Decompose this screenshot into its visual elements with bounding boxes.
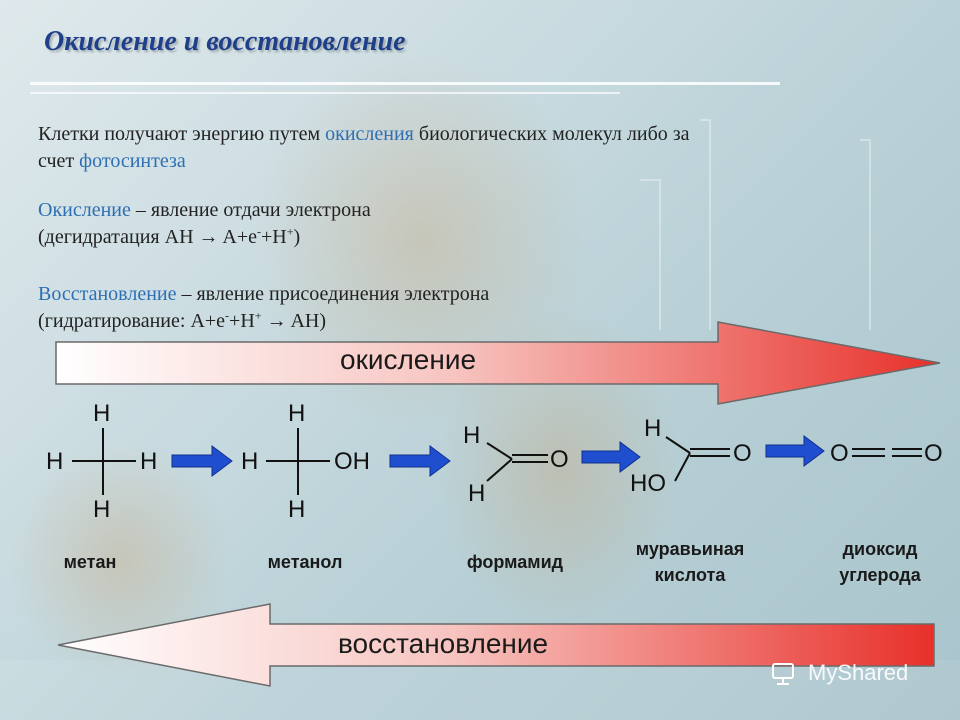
formamide-atom-h-bottom: H (468, 480, 486, 507)
intro-term-oxidation: окисления (325, 123, 414, 145)
intro-paragraph: Клетки получают энергию путем окисления … (38, 121, 918, 175)
reduction-arrow (57, 603, 935, 687)
reduction-arrow-label: восстановление (338, 628, 549, 659)
title-underline (30, 82, 780, 85)
formic-acid-label-line2: кислота (654, 565, 726, 585)
oxidation-term: Окисление (38, 199, 131, 221)
watermark-logo-icon (772, 663, 794, 685)
formamide-atom-o: O (550, 446, 569, 473)
methane-atom-h-top: H (93, 400, 111, 427)
reduction-equation: (гидратирование: A+e (38, 310, 226, 332)
methanol-label: метанол (267, 552, 343, 572)
watermark-text: MyShared (808, 660, 909, 685)
reduction-term: Восстановление (38, 283, 177, 305)
formic-acid-atom-o: O (733, 440, 752, 467)
oxidation-definition: Окисление – явление отдачи электрона (де… (38, 197, 918, 251)
methane-label: метан (63, 552, 117, 572)
methanol-atom-h-left: H (241, 448, 259, 475)
reduction-equation: +H (229, 310, 255, 332)
methane-atom-h-left: H (46, 448, 64, 475)
formic-acid-atom-h: H (644, 415, 662, 442)
intro-text: Клетки получают энергию путем (38, 123, 326, 145)
intro-term-photosynthesis: фотосинтеза (79, 150, 186, 172)
oxidation-arrow (55, 321, 941, 405)
oxidation-arrow-label: окисление (340, 344, 477, 375)
methane-atom-h-bottom: H (93, 496, 111, 523)
superscript: - (225, 308, 230, 323)
superscript: + (254, 308, 262, 323)
co2-atom-o-right: O (924, 440, 943, 467)
methanol-atom-h-top: H (288, 400, 306, 427)
co2-label-line1: диоксид (842, 539, 918, 559)
reaction-arrow-icon (171, 445, 233, 477)
methanol-atom-h-bottom: H (288, 496, 306, 523)
reaction-arrow-icon (581, 441, 641, 473)
oxidation-text: – явление отдачи электрона (130, 199, 371, 221)
page-title: Окисление и восстановление (44, 26, 406, 57)
co2-label: диоксид углерода (820, 536, 940, 588)
formic-acid-atom-ho: HO (630, 470, 666, 497)
formamide-atom-h-top: H (463, 422, 481, 449)
methane-atom-h-right: H (140, 448, 158, 475)
superscript: + (286, 224, 294, 239)
title-underline-secondary (30, 92, 620, 94)
superscript: - (257, 224, 262, 239)
reaction-arrow-icon (389, 445, 451, 477)
reduction-definition: Восстановление – явление присоединения э… (38, 281, 918, 335)
reaction-arrow-icon (765, 435, 825, 467)
intro-text: счет (38, 150, 80, 172)
intro-text: биологических молекул либо за (413, 123, 690, 145)
formic-acid-label-line1: муравьиная (635, 539, 745, 559)
formamide-label: формамид (466, 552, 564, 572)
oxidation-equation: ) (293, 226, 301, 248)
oxidation-equation: (дегидратация AH → A+e (38, 226, 258, 248)
reduction-text: – явление присоединения электрона (176, 283, 490, 305)
co2-label-line2: углерода (839, 565, 921, 585)
methanol-atom-oh: OH (334, 448, 370, 475)
reduction-equation: → AH) (261, 310, 327, 332)
formic-acid-label: муравьиная кислота (620, 536, 760, 588)
oxidation-equation: +H (261, 226, 287, 248)
co2-atom-o-left: O (830, 440, 849, 467)
